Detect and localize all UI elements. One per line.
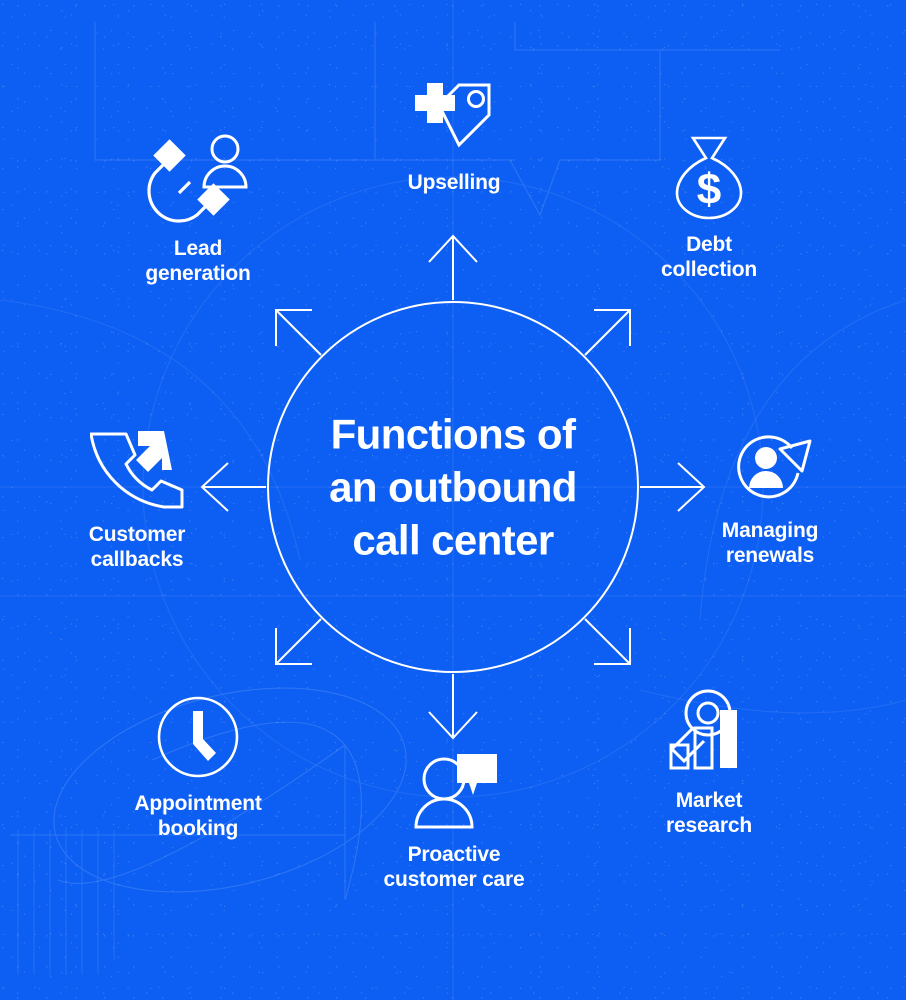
arrow-right: [640, 462, 706, 512]
node-label-market-research: Market research: [666, 789, 752, 837]
arrow-down-right: [584, 618, 631, 665]
svg-text:$: $: [697, 165, 721, 214]
clock-icon: [157, 696, 239, 778]
magnifier-bar-chart-icon: [669, 689, 737, 770]
node-upselling[interactable]: Upselling: [383, 78, 525, 195]
phone-incoming-arrow-icon: [90, 431, 184, 509]
node-market-research[interactable]: Market research: [630, 688, 788, 838]
node-label-upselling: Upselling: [407, 171, 501, 194]
hub-circle: [267, 301, 639, 673]
magnet-person-icon: [147, 134, 248, 223]
price-tag-plus-icon: [415, 83, 491, 148]
money-bag-dollar-icon: $: [675, 136, 743, 220]
node-label-appointment-booking: Appointment booking: [134, 792, 262, 840]
node-customer-callbacks[interactable]: Customer callbacks: [58, 428, 216, 572]
arrow-left: [200, 462, 266, 512]
node-label-lead-generation: Lead generation: [145, 237, 251, 285]
node-appointment-booking[interactable]: Appointment booking: [108, 695, 288, 841]
node-managing-renewals[interactable]: Managing renewals: [690, 428, 850, 568]
arrow-up-right: [584, 309, 631, 356]
node-label-debt-collection: Debt collection: [660, 233, 758, 281]
page-title: Functions of an outbound call center: [329, 410, 577, 564]
arrow-down: [428, 674, 478, 740]
arrow-down-left: [275, 618, 322, 665]
node-label-customer-callbacks: Customer callbacks: [88, 523, 186, 571]
arrow-up-left: [275, 309, 322, 356]
node-label-managing-renewals: Managing renewals: [721, 519, 819, 567]
node-proactive-customer-care[interactable]: Proactive customer care: [363, 748, 545, 892]
node-label-proactive-customer-care: Proactive customer care: [383, 843, 525, 891]
person-speech-bubble-icon: [414, 754, 497, 829]
refresh-person-icon: [737, 435, 812, 499]
arrow-up: [428, 234, 478, 300]
node-debt-collection[interactable]: $ Debt collection: [630, 132, 788, 282]
node-lead-generation[interactable]: Lead generation: [118, 132, 278, 286]
